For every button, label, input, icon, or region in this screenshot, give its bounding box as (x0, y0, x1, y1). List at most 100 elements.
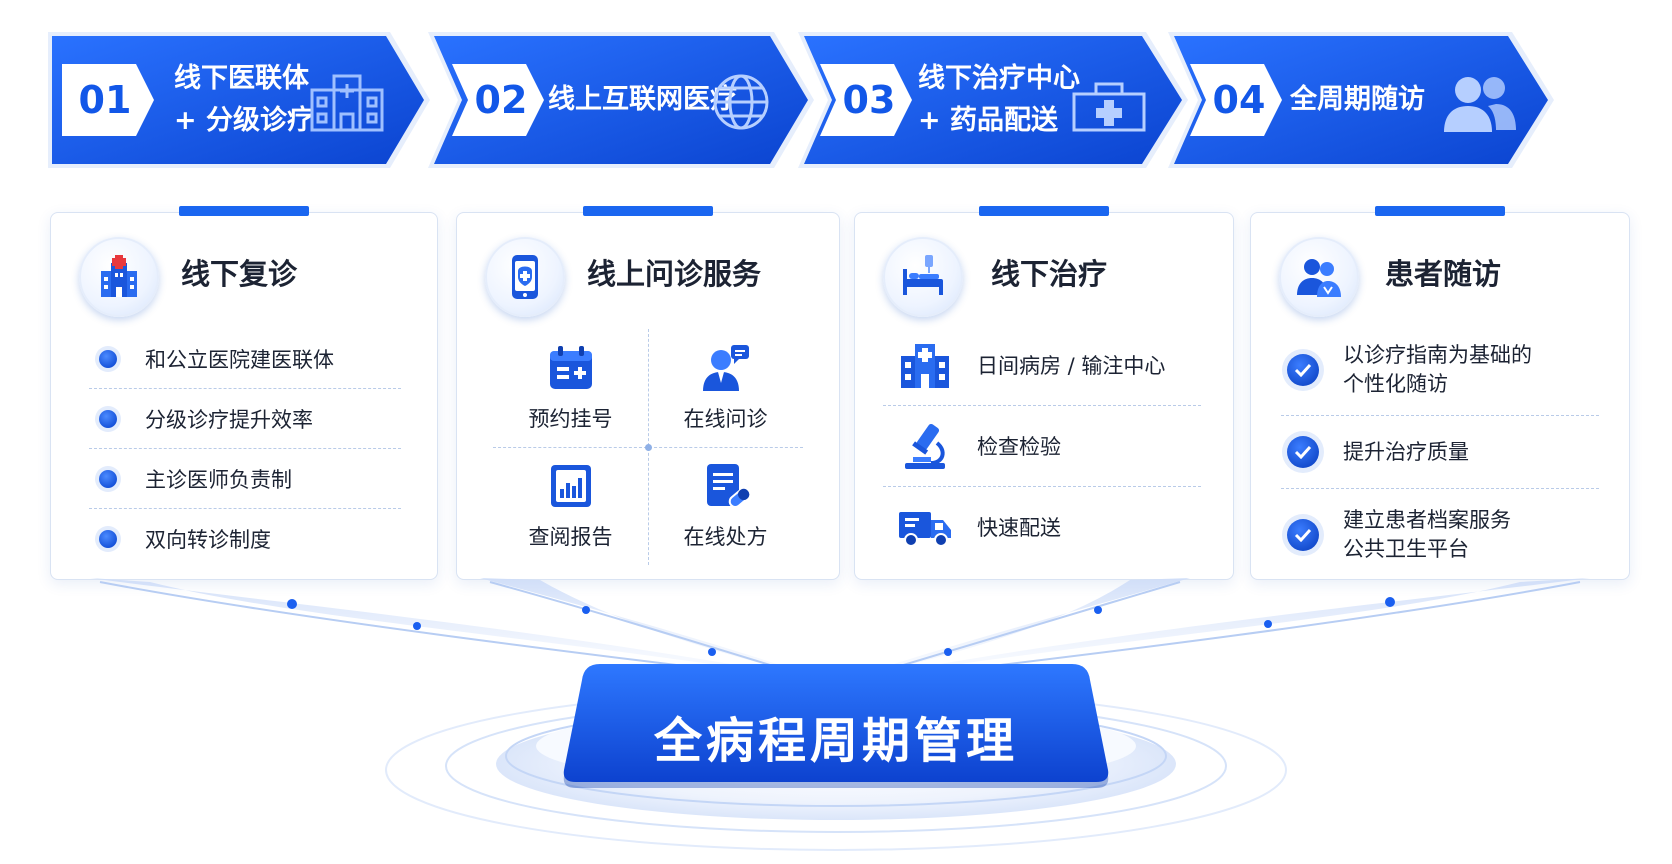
list-item-label: 日间病房 / 输注中心 (977, 354, 1166, 378)
hospital-icon (79, 237, 159, 317)
card-offline-followup: 线下复诊 和公立医院建医联体 分级诊疗提升效率 主诊医师负责制 双向转诊制度 (50, 206, 438, 580)
list-item-label: 分级诊疗提升效率 (145, 407, 313, 432)
stage-title-line: 线下治疗中心 (918, 63, 1080, 94)
list-item: 提升治疗质量 (1281, 416, 1599, 489)
list-item-line: 公共卫生平台 (1343, 537, 1469, 561)
service-grid: 预约挂号 在线问诊 查阅报告 (493, 329, 803, 565)
list-item-label: 快速配送 (977, 516, 1061, 540)
list-item-label: 建立患者档案服务 公共卫生平台 (1343, 506, 1511, 564)
card-offline-treatment: 线下治疗 日间病房 / 输注中心 检查检验 (854, 206, 1234, 580)
list-item: 以诊疗指南为基础的 个性化随访 (1281, 325, 1599, 416)
card-online-consultation: 线上问诊服务 预约挂号 (456, 206, 840, 580)
card-tab (179, 206, 309, 216)
banner-chevron-shape (798, 32, 1188, 168)
service-item: 在线问诊 (648, 329, 803, 447)
list-item: 日间病房 / 输注中心 (883, 325, 1201, 406)
list-item: 分级诊疗提升效率 (89, 389, 401, 449)
list-item: 和公立医院建医联体 (89, 329, 401, 389)
stage-title-line: + 药品配送 (918, 105, 1059, 136)
feature-list: 和公立医院建医联体 分级诊疗提升效率 主诊医师负责制 双向转诊制度 (89, 329, 401, 568)
microscope-icon (905, 423, 945, 469)
stage-title-line: 线下医联体 (174, 63, 309, 94)
stage-number: 03 (842, 78, 896, 122)
service-item: 在线处方 (648, 447, 803, 565)
list-item-label: 和公立医院建医联体 (145, 347, 334, 372)
bullet-dot-icon (99, 349, 117, 368)
medical-box-icon (1072, 82, 1146, 132)
stage-banner-03: 03 线下治疗中心 + 药品配送 (794, 26, 1194, 174)
hospital-building-icon (310, 74, 384, 132)
card-title: 患者随访 (1385, 257, 1502, 291)
stage-number: 04 (1212, 78, 1266, 122)
list-item-label: 检查检验 (977, 435, 1061, 459)
number-tag-shape (452, 64, 544, 136)
mobile-health-icon (485, 237, 565, 317)
list-item: 检查检验 (883, 406, 1201, 487)
list-item-line: 提升治疗质量 (1343, 439, 1469, 464)
number-tag-shape (820, 64, 912, 136)
center-label: 全病程周期管理 (653, 713, 1018, 769)
globe-icon (713, 74, 769, 130)
list-item-line: 以诊疗指南为基础的 (1343, 343, 1532, 367)
patient-users-icon (1279, 237, 1359, 317)
list-item: 主诊医师负责制 (89, 449, 401, 509)
stage-number: 01 (78, 78, 132, 122)
banner-chevron-shape (48, 32, 430, 168)
hospital-building-icon (901, 344, 949, 388)
list-item-label: 提升治疗质量 (1343, 438, 1469, 467)
prescription-icon (706, 464, 750, 509)
service-label: 查阅报告 (528, 525, 613, 549)
number-tag-shape (62, 64, 154, 136)
center-label-plate (563, 664, 1109, 788)
stage-title: 全周期随访 (1290, 54, 1520, 146)
service-item: 预约挂号 (493, 329, 648, 447)
list-item-label: 双向转诊制度 (145, 527, 271, 552)
service-label: 预约挂号 (528, 407, 613, 431)
list-item-label: 以诊疗指南为基础的 个性化随访 (1343, 341, 1532, 399)
service-label: 在线处方 (683, 525, 768, 549)
card-tab (583, 206, 713, 216)
check-circle-icon (1287, 354, 1319, 386)
convergence-diagram (90, 578, 1590, 851)
stage-title-line: 线上互联网医疗 (548, 84, 737, 115)
card-title: 线下复诊 (181, 257, 298, 291)
connector-dots (287, 597, 1395, 656)
bullet-dot-icon (99, 469, 117, 488)
card-patient-followup: 患者随访 以诊疗指南为基础的 个性化随访 提升治疗质量 建立患者档案服务 (1250, 206, 1630, 581)
list-item: 双向转诊制度 (89, 509, 401, 568)
stage-banner-row: 01 线下医联体 + 分级诊疗 (0, 0, 1672, 190)
list-item: 快速配送 (883, 487, 1201, 567)
doctor-chat-icon (702, 345, 749, 391)
check-circle-icon (1287, 519, 1319, 551)
list-item: 建立患者档案服务 公共卫生平台 (1281, 489, 1599, 581)
list-item-line: 个性化随访 (1343, 372, 1448, 396)
grid-center-dot (645, 444, 652, 451)
stage-number: 02 (474, 78, 528, 122)
report-chart-icon (550, 465, 591, 507)
card-tab (979, 206, 1109, 216)
bullet-dot-icon (99, 409, 117, 428)
stage-banner-01: 01 线下医联体 + 分级诊疗 (44, 26, 434, 174)
list-item-line: 建立患者档案服务 (1343, 508, 1511, 532)
service-label: 在线问诊 (683, 407, 768, 431)
delivery-truck-icon (899, 512, 951, 547)
card-title: 线下治疗 (991, 257, 1108, 291)
stage-title-line: 全周期随访 (1290, 84, 1425, 115)
calendar-icon (549, 346, 592, 389)
bullet-dot-icon (99, 529, 117, 548)
list-item-label: 主诊医师负责制 (145, 467, 292, 492)
service-item: 查阅报告 (493, 447, 648, 565)
users-icon (1444, 77, 1516, 132)
stage-title: 线下治疗中心 + 药品配送 (918, 54, 1148, 146)
card-tab (1375, 206, 1505, 216)
number-tag-shape (1190, 64, 1282, 136)
hospital-bed-icon (883, 237, 963, 317)
feature-list: 以诊疗指南为基础的 个性化随访 提升治疗质量 建立患者档案服务 公共卫生平台 (1281, 325, 1599, 581)
stage-banner-02: 02 线上互联网医疗 (424, 26, 820, 174)
connector-beams (90, 578, 1590, 685)
stage-banner-04: 04 全周期随访 (1164, 26, 1560, 174)
feature-list: 日间病房 / 输注中心 检查检验 快速配送 (883, 325, 1201, 567)
stage-title: 线下医联体 + 分级诊疗 (174, 54, 404, 146)
stage-title-line: + 分级诊疗 (174, 105, 315, 136)
stage-title: 线上互联网医疗 (548, 54, 778, 146)
